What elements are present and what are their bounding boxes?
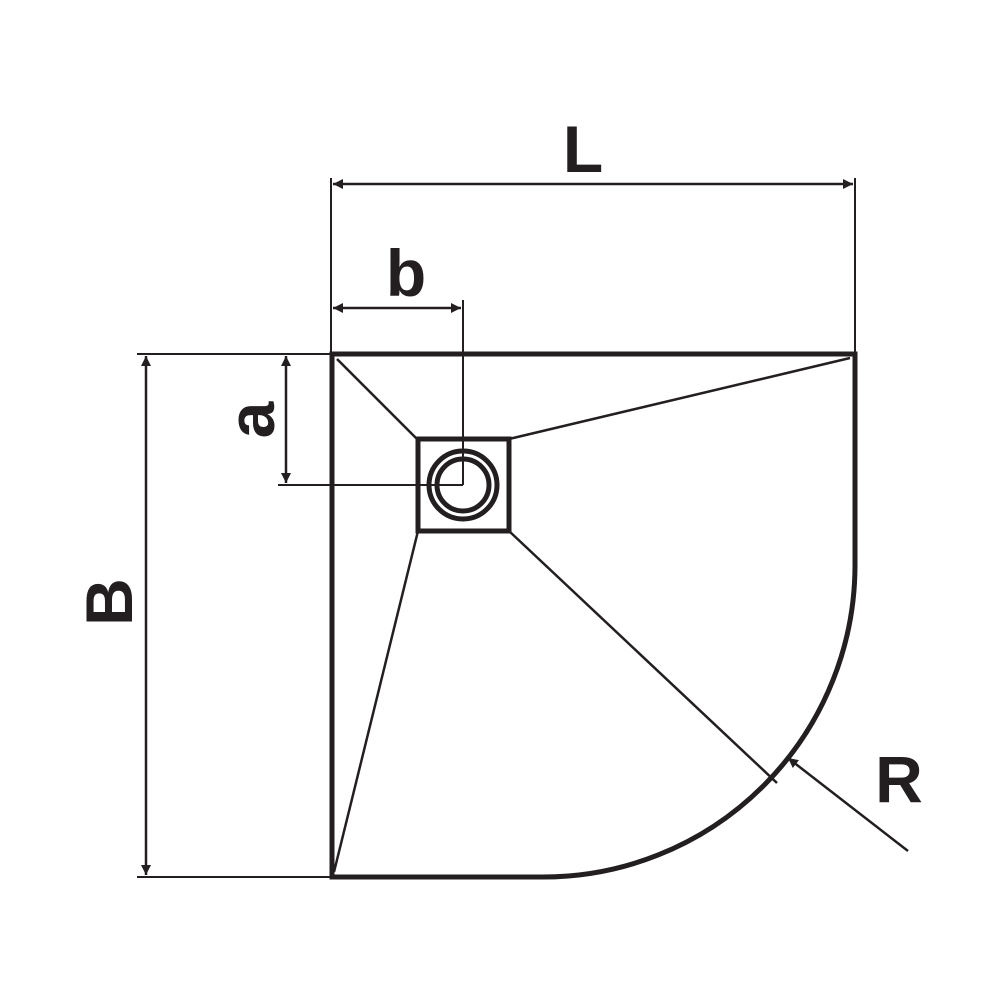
dimension-lines: [141, 179, 909, 875]
label-drain-offset-y: a: [214, 400, 288, 438]
label-radius: R: [875, 742, 923, 816]
slope-line-top-right: [508, 356, 851, 441]
slope-lines: [332, 356, 851, 873]
label-length: L: [563, 112, 603, 186]
dimension-line-radius: [787, 757, 909, 852]
label-width: B: [72, 578, 146, 626]
slope-line-bottom-right: [508, 530, 778, 784]
extension-lines: [137, 178, 856, 878]
slope-line-top-left: [336, 358, 419, 441]
tray-outline: [329, 351, 858, 880]
slope-line-bottom-left: [332, 530, 420, 873]
label-drain-offset-x: b: [386, 236, 426, 310]
